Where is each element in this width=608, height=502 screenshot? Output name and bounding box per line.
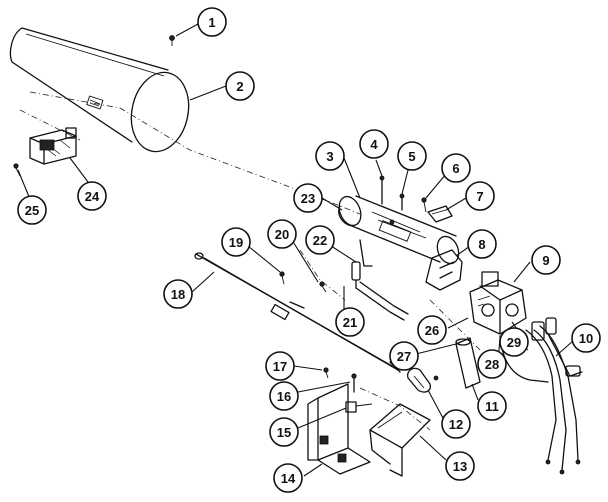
svg-text:4: 4	[370, 137, 378, 152]
callout-23: 23	[293, 183, 323, 213]
assembly-centerline	[29, 91, 361, 215]
clip-part-7	[427, 205, 453, 223]
callout-6: 6	[441, 153, 471, 183]
svg-text:28: 28	[485, 357, 499, 372]
svg-text:7: 7	[476, 189, 483, 204]
callout-27: 27	[389, 341, 419, 371]
igniter-bracket-part-8	[425, 249, 463, 291]
svg-text:10: 10	[579, 331, 593, 346]
screw-part-17	[323, 367, 329, 379]
screw-part-20	[319, 281, 327, 293]
assembly-centerline-4	[429, 299, 481, 351]
callout-10: 10	[571, 323, 601, 353]
bracket-part-14	[307, 383, 371, 475]
callout-22: 22	[305, 225, 335, 255]
svg-text:15: 15	[277, 425, 291, 440]
callout-28: 28	[477, 349, 507, 379]
svg-text:12: 12	[449, 417, 463, 432]
callout-29: 29	[499, 327, 529, 357]
callout-17: 17	[265, 351, 295, 381]
callout-21: 21	[335, 307, 365, 337]
callout-5: 5	[397, 141, 427, 171]
svg-text:6: 6	[452, 161, 459, 176]
callout-12: 12	[441, 409, 471, 439]
callout-7: 7	[465, 181, 495, 211]
svg-text:18: 18	[171, 287, 185, 302]
svg-text:25: 25	[25, 203, 39, 218]
screw-part-5	[399, 193, 405, 211]
callout-3: 3	[315, 141, 345, 171]
svg-text:13: 13	[453, 459, 467, 474]
fastener-part-15	[345, 401, 373, 413]
svg-text:8: 8	[478, 237, 485, 252]
svg-text:24: 24	[85, 189, 100, 204]
svg-text:22: 22	[313, 233, 327, 248]
svg-text:17: 17	[273, 359, 287, 374]
callout-25: 25	[17, 195, 47, 225]
callout-15: 15	[269, 417, 299, 447]
callout-24: 24	[77, 181, 107, 211]
screw-part-1	[169, 35, 175, 46]
assembly-centerline-3	[299, 249, 346, 301]
svg-text:9: 9	[542, 253, 549, 268]
burner-tube-part-3	[338, 195, 460, 267]
svg-text:11: 11	[485, 399, 499, 414]
callout-4: 4	[359, 129, 389, 159]
flame-sensor-part-24	[29, 127, 77, 165]
svg-text:20: 20	[275, 227, 289, 242]
svg-text:3: 3	[326, 149, 333, 164]
drum-cylinder	[9, 27, 190, 153]
clamp-part-12	[407, 367, 439, 393]
callout-8: 8	[467, 229, 497, 259]
assembly-centerline-2	[19, 109, 81, 141]
igniter-part-22	[351, 261, 409, 321]
screw-part-4	[379, 175, 385, 205]
callout-14: 14	[273, 463, 303, 493]
screw-part-19	[279, 271, 285, 285]
svg-text:14: 14	[281, 471, 296, 486]
svg-text:21: 21	[343, 315, 357, 330]
screw-part-6	[421, 197, 427, 213]
mounting-bracket-part-13	[369, 403, 431, 477]
assembly-centerline-5	[359, 387, 431, 431]
svg-text:5: 5	[408, 149, 415, 164]
svg-text:2: 2	[236, 79, 243, 94]
callout-26: 26	[417, 315, 447, 345]
callout-16: 16	[269, 381, 299, 411]
screw-part-16	[351, 373, 357, 393]
svg-text:1: 1	[208, 15, 215, 30]
callout-18: 18	[163, 279, 193, 309]
callout-9: 9	[531, 245, 561, 275]
callout-2: 2	[225, 71, 255, 101]
callout-19: 19	[221, 227, 251, 257]
callout-1: 1	[197, 7, 227, 37]
svg-text:29: 29	[507, 335, 521, 350]
svg-text:26: 26	[425, 323, 439, 338]
callout-20: 20	[267, 219, 297, 249]
callout-13: 13	[445, 451, 475, 481]
wire-harness-part-10	[525, 317, 583, 475]
svg-text:23: 23	[301, 191, 315, 206]
gas-pipe-part-11	[455, 337, 481, 389]
screw-part-25	[13, 163, 21, 177]
svg-text:16: 16	[277, 389, 291, 404]
burner-rod-part-18	[194, 252, 401, 373]
svg-text:27: 27	[397, 349, 411, 364]
gas-valve-part-9	[469, 271, 527, 335]
callout-11: 11	[477, 391, 507, 421]
svg-text:19: 19	[229, 235, 243, 250]
